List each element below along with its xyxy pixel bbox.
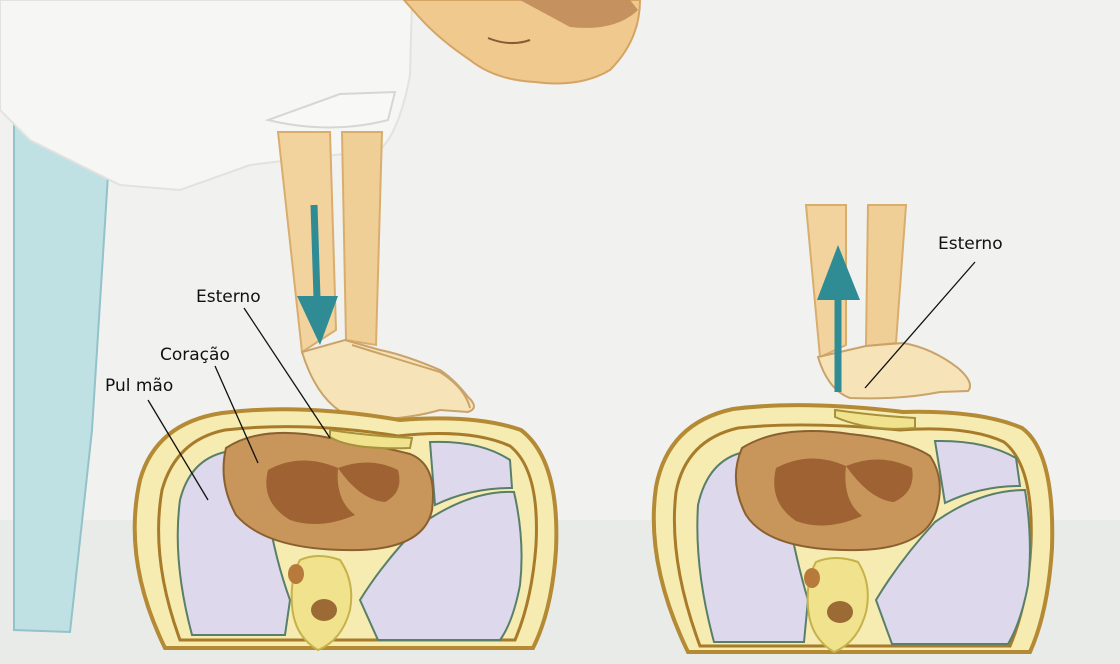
left-torso-cross-section <box>135 409 557 650</box>
right-torso-cross-section <box>654 405 1052 652</box>
label-coracao: Coração <box>160 347 230 364</box>
label-esterno-right: Esterno <box>938 236 1003 253</box>
label-pulmao: Pul mão <box>105 378 173 395</box>
label-esterno-left: Esterno <box>196 289 261 306</box>
